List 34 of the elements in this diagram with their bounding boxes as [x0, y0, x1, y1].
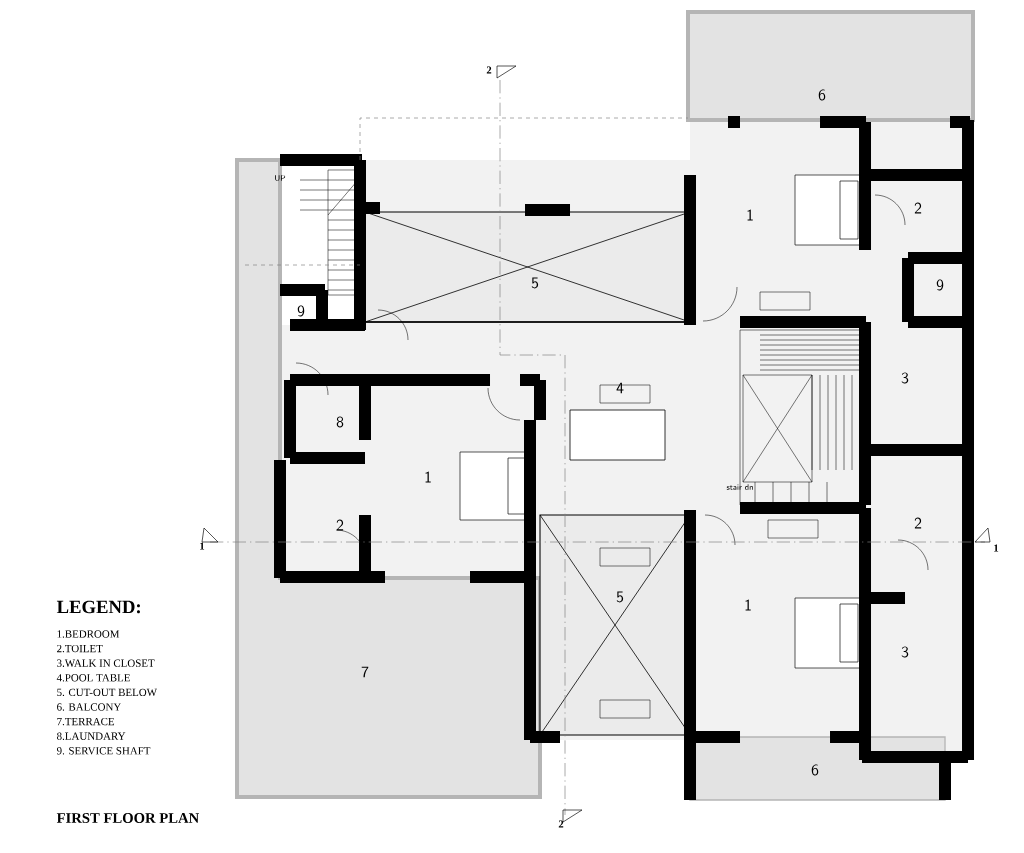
plan-title: FIRST FLOOR PLAN — [56, 813, 199, 823]
legend-item: 5. CUT-OUT BELOW — [57, 688, 157, 697]
room-number: 1 — [745, 599, 751, 611]
legend-item: 4.POOL TABLE — [56, 674, 130, 682]
legend-item: 9. SERVICE SHAFT — [56, 747, 151, 755]
room-number: 6 — [811, 764, 819, 776]
plan-note: stair dn — [726, 484, 753, 490]
plan-note: UP — [275, 175, 286, 181]
room-number: 9 — [297, 305, 305, 317]
room-number: 7 — [361, 666, 369, 678]
room-number: 5 — [531, 277, 539, 289]
section-mark: 1 — [200, 542, 205, 550]
room-number: 3 — [901, 646, 909, 658]
legend-heading: LEGEND: — [56, 600, 140, 614]
room-number: 1 — [747, 209, 753, 221]
room-number: 1 — [425, 471, 431, 483]
room-number: 5 — [616, 591, 624, 603]
section-mark: 2 — [558, 820, 564, 828]
section-mark: 2 — [486, 66, 492, 74]
legend-item: 8.LAUNDARY — [57, 732, 126, 740]
room-number: 4 — [616, 382, 624, 394]
room-number: 2 — [914, 202, 922, 214]
legend-item: 3.WALK IN CLOSET — [57, 659, 155, 667]
room-number: 2 — [914, 517, 922, 529]
room-number: 9 — [936, 279, 944, 291]
room-number: 6 — [818, 89, 826, 101]
room-number: 3 — [901, 372, 909, 384]
legend-item: 7.TERRACE — [57, 717, 115, 726]
room-number: 2 — [336, 519, 344, 531]
legend-item: 2.TOILET — [57, 644, 103, 653]
legend-item: 6. BALCONY — [57, 703, 121, 711]
section-mark: 1 — [994, 544, 999, 552]
room-number: 8 — [336, 416, 344, 428]
legend-item: 1.BEDROOM — [57, 630, 120, 638]
